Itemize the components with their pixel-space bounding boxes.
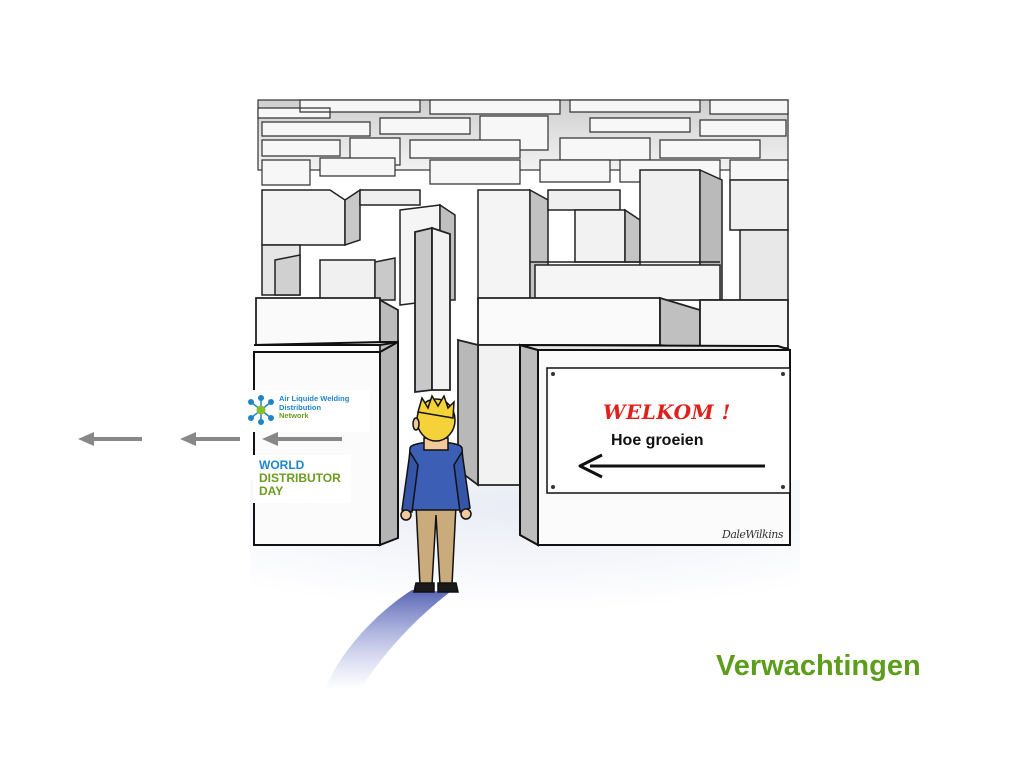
network-logo-icon [248,395,274,425]
slide-title: Verwachtingen [716,650,921,682]
arrow-left-icon [180,432,240,446]
logo-network-line1: Air Liquide Welding [279,394,350,403]
network-logo: Air Liquide Welding Distribution Network [243,390,370,432]
logo-day-line3: DAY [259,484,284,498]
logo-network-line3: Network [279,411,309,420]
distributor-day-logo: WORLD DISTRIBUTOR DAY [253,455,351,503]
arrow-left-icon [78,432,142,446]
logo-day-line2: DISTRIBUTOR [259,471,341,485]
sign-subtitle-text: Hoe groeien [611,432,704,449]
logo-network-line2: Distribution [279,402,322,412]
maze-illustration [250,99,800,690]
sign-welcome-text: WELKOM ! [603,400,731,424]
logo-day-line1: WORLD [259,458,305,472]
artist-signature: DaleWilkins [722,528,783,541]
